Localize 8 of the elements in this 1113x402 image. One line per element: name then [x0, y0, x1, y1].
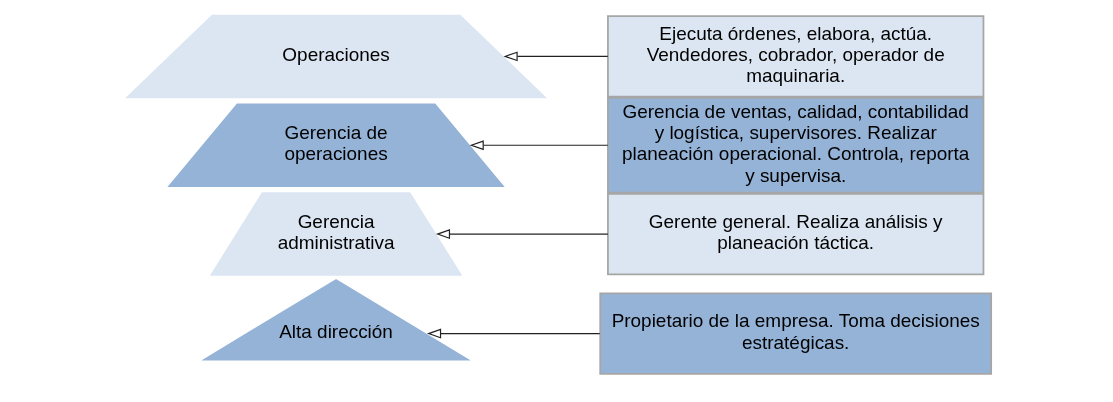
node-box: Propietario de la empresa. Toma decisiones estratégicas.: [598, 291, 992, 375]
node-box: Ejecuta órdenes, elabora, actúa. Vendedores, cobrador, operador de maquinaria.: [606, 14, 984, 98]
arrow: [502, 50, 608, 61]
node-box: Gerente general. Realiza análisis y planeación táctica.: [606, 192, 984, 275]
node-box: Gerencia de ventas, calidad, contabilidad y logística, supervisores. Realizar planeación operacional. Controla, reporta y supervisa.: [606, 96, 984, 193]
arrow: [469, 139, 608, 150]
arrow: [426, 328, 600, 339]
arrow: [435, 228, 608, 239]
